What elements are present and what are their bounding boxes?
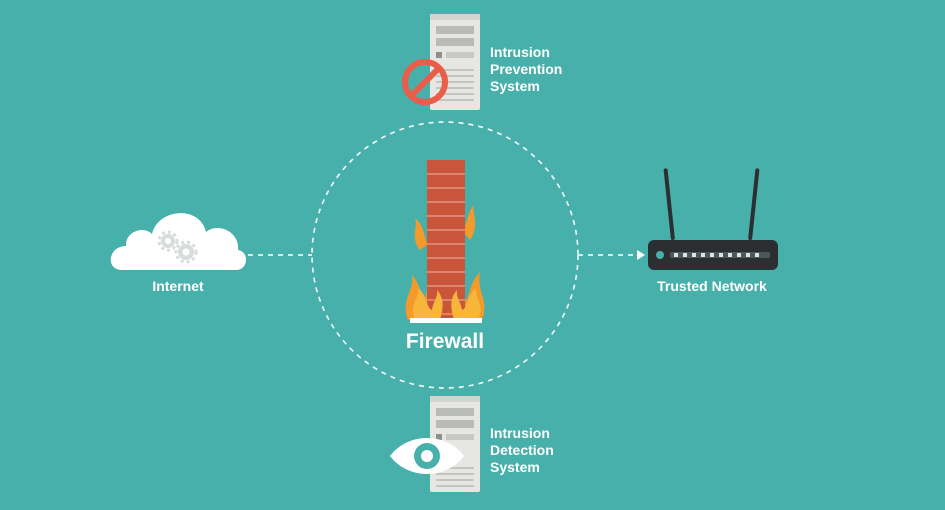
ips-label-line-3: System [490, 78, 540, 94]
block-sign-icon [402, 59, 448, 105]
server-eye-icon [390, 396, 480, 492]
ids-label-line-3: System [490, 459, 540, 475]
brick-wall-fire-icon [405, 160, 485, 323]
cloud-gears-icon [110, 213, 247, 270]
eye-icon [390, 438, 464, 474]
ids-label-line-1: Intrusion [490, 425, 550, 441]
ips-label-line-2: Prevention [490, 61, 563, 77]
ips-label-line-1: Intrusion [490, 44, 550, 60]
ips-label: Intrusion Prevention System [490, 44, 600, 95]
trusted-network-label: Trusted Network [657, 278, 767, 294]
ids-label: Intrusion Detection System [490, 425, 600, 476]
server-block-icon [402, 14, 480, 110]
firewall-label: Firewall [405, 330, 485, 353]
arrowhead-icon [637, 250, 645, 260]
internet-label: Internet [152, 278, 204, 294]
router-icon [648, 168, 778, 270]
ids-label-line-2: Detection [490, 442, 554, 458]
